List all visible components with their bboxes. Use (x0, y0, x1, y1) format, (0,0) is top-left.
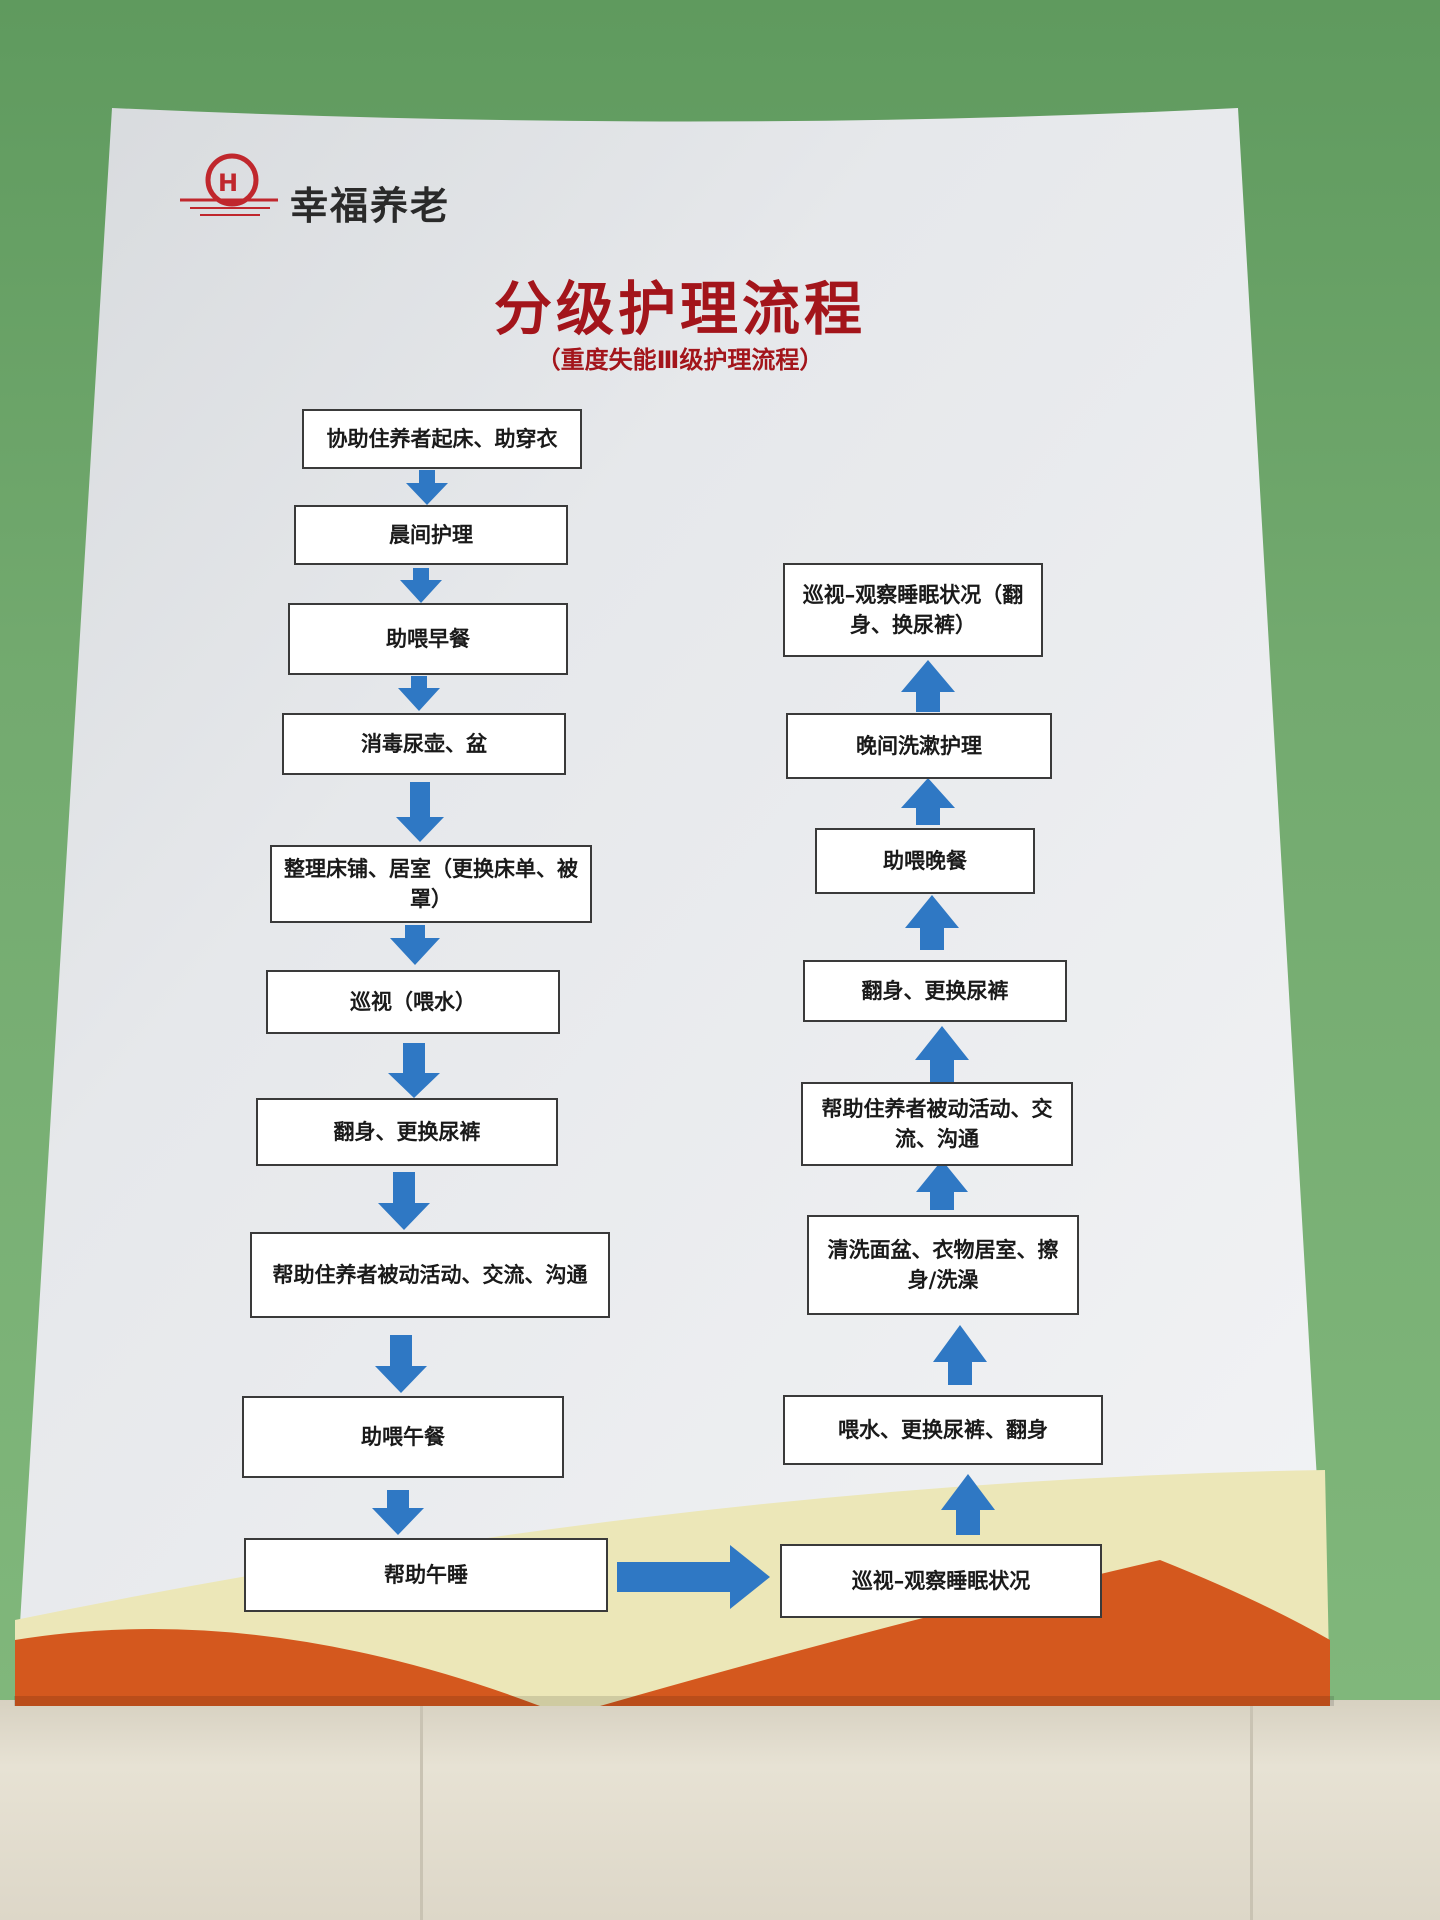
arrow-down (390, 925, 440, 965)
right-step-4: 帮助住养者被动活动、交流、沟通 (801, 1082, 1073, 1166)
page-title: 分级护理流程 (493, 275, 866, 343)
right-step-3: 清洗面盆、衣物居室、擦身/洗澡 (807, 1215, 1079, 1315)
page-subtitle: （重度失能Ⅲ级护理流程） (536, 346, 824, 374)
right-step-7: 晚间洗漱护理 (786, 713, 1052, 779)
arrow-up (905, 895, 959, 950)
left-step-1: 协助住养者起床、助穿衣 (302, 409, 582, 469)
arrow-down (378, 1172, 430, 1230)
brand-name: 幸福养老 (290, 184, 451, 228)
left-flow-arrows (372, 470, 448, 1535)
brand-logo-icon: H (180, 153, 278, 216)
left-step-2: 晨间护理 (294, 505, 568, 565)
arrow-up (933, 1325, 987, 1385)
arrow-up (901, 660, 955, 712)
arrow-down (396, 782, 444, 842)
floor-seam (1250, 1700, 1253, 1920)
right-step-1: 巡视–观察睡眠状况 (780, 1544, 1102, 1618)
left-step-5: 整理床铺、居室（更换床单、被罩） (270, 845, 592, 923)
floor-seam (420, 1700, 423, 1920)
arrow-down (372, 1490, 424, 1535)
arrow-down (400, 568, 442, 603)
arrow-down (398, 676, 440, 711)
arrow-up (941, 1474, 995, 1535)
right-step-2: 喂水、更换尿裤、翻身 (783, 1395, 1103, 1465)
arrow-down (375, 1335, 427, 1393)
arrow-up (915, 1026, 969, 1085)
footer-orange-left (15, 1629, 540, 1706)
arrow-down (388, 1043, 440, 1098)
left-step-7: 翻身、更换尿裤 (256, 1098, 558, 1166)
arrow-down (406, 470, 448, 505)
arrow-up (916, 1160, 968, 1210)
board-shadow (14, 1696, 1334, 1706)
left-step-9: 助喂午餐 (242, 1396, 564, 1478)
left-step-6: 巡视（喂水） (266, 970, 560, 1034)
arrow-up (901, 778, 955, 825)
floor (0, 1700, 1440, 1920)
left-step-8: 帮助住养者被动活动、交流、沟通 (250, 1232, 610, 1318)
left-step-3: 助喂早餐 (288, 603, 568, 675)
right-step-5: 翻身、更换尿裤 (803, 960, 1067, 1022)
right-step-top: 巡视–观察睡眠状况（翻身、换尿裤） (783, 563, 1043, 657)
left-step-10: 帮助午睡 (244, 1538, 608, 1612)
arrow-right (617, 1545, 770, 1609)
right-flow-arrows (901, 660, 995, 1535)
left-step-4: 消毒尿壶、盆 (282, 713, 566, 775)
right-step-6: 助喂晚餐 (815, 828, 1035, 894)
footer-orange-right (600, 1560, 1330, 1706)
svg-text:H: H (218, 169, 238, 197)
